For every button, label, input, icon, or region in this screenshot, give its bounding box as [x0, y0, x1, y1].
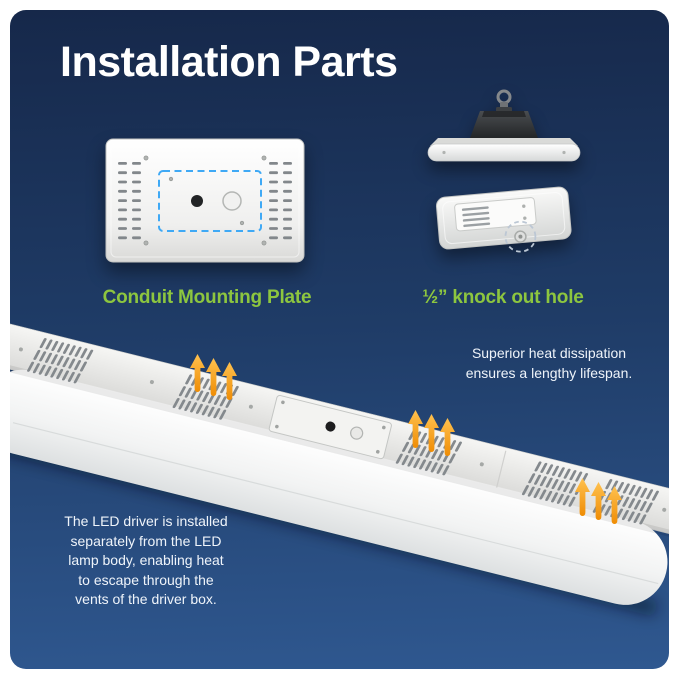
- caption-knockout-hole: ½” knock out hole: [422, 287, 584, 308]
- conduit-dashed-outline-icon: [158, 170, 262, 232]
- knockout-dashed-circle-icon: [504, 220, 537, 253]
- mounting-bracket: [470, 111, 538, 138]
- panel-background: Installation Parts: [10, 10, 669, 669]
- caption-conduit-plate: Conduit Mounting Plate: [102, 287, 312, 308]
- plate-screw-holes: [143, 155, 267, 246]
- driver-box-vents: [461, 206, 491, 228]
- fixture-mounting-plate: [268, 394, 392, 460]
- note-led-driver: The LED driver is installed separately f…: [64, 513, 228, 608]
- highbay-figure: [422, 86, 582, 276]
- note-heat-dissipation: Superior heat dissipation ensures a leng…: [465, 345, 633, 381]
- conduit-center-hole: [191, 195, 203, 207]
- conduit-knockout-ring: [222, 191, 242, 211]
- fixture-underside-view: [435, 186, 572, 253]
- highbay-illustration: [427, 89, 581, 253]
- fixture-body: [10, 322, 669, 616]
- eyebolt-icon: [496, 89, 512, 105]
- fixture-illustration: [10, 322, 669, 616]
- conduit-plate-figure: [105, 138, 305, 268]
- fixture-top-view: [427, 89, 581, 162]
- page-title: Installation Parts: [60, 38, 398, 86]
- conduit-plate-illustration: [105, 138, 305, 263]
- fixture-screws: [18, 347, 667, 512]
